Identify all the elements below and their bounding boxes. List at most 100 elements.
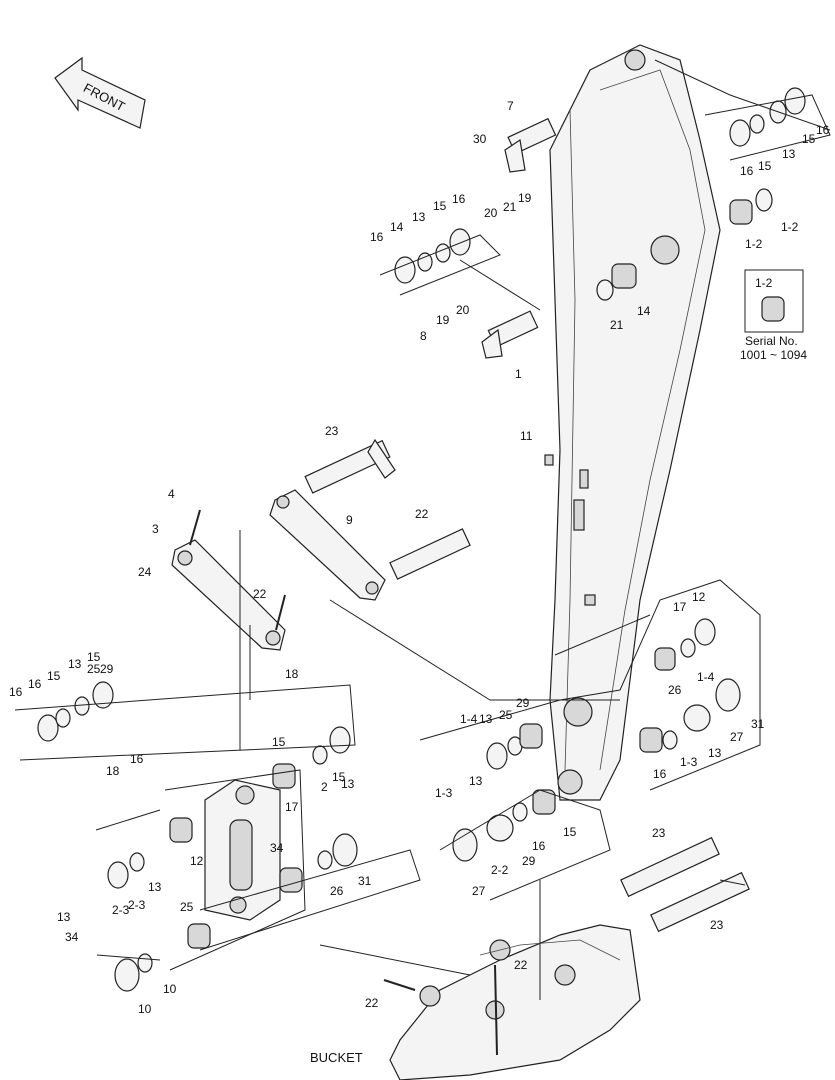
callouts: 7 30 19 21 20 16 15 13 16 15 16 13 15 16…	[9, 99, 830, 1016]
callout-13-g[interactable]: 16	[532, 839, 546, 853]
callout-29-c[interactable]: 13	[57, 910, 71, 924]
callout-23-b[interactable]: 22	[514, 958, 528, 972]
callout-1-2-b[interactable]: 14	[637, 304, 651, 318]
callout-21[interactable]: 21	[503, 200, 517, 214]
callout-1[interactable]: 11	[520, 429, 533, 443]
callout-23-a[interactable]: 4	[168, 487, 175, 501]
link-2	[204, 779, 281, 921]
callout-25-a[interactable]: 16	[130, 752, 144, 766]
callout-1-3-b[interactable]: 15	[563, 825, 577, 839]
serial-part: 1-2	[755, 276, 773, 290]
callout-4[interactable]: 3	[152, 522, 159, 536]
bucket-label: BUCKET	[310, 1050, 363, 1065]
callout-14-a[interactable]: 1-2	[781, 220, 799, 234]
callout-17-a[interactable]: 12	[692, 590, 706, 604]
callout-16-i[interactable]: 2-3	[112, 903, 130, 917]
callout-23-c[interactable]: 22	[365, 996, 379, 1010]
callout-9[interactable]: 22	[415, 507, 429, 521]
callout-19-b[interactable]: 20	[456, 303, 470, 317]
callout-12-a[interactable]: 1-4	[697, 670, 715, 684]
callout-27-b[interactable]: 29	[522, 854, 536, 868]
callout-26-b[interactable]: 27	[472, 884, 486, 898]
callout-1-3-a[interactable]: 16	[653, 767, 667, 781]
callout-15-h[interactable]: 25	[87, 662, 101, 676]
callout-29-a[interactable]: 18	[106, 764, 120, 778]
callout-22-b[interactable]: 18	[285, 667, 299, 681]
pin-9	[389, 528, 471, 580]
pin-7	[504, 117, 557, 173]
callout-12-b[interactable]: 25	[499, 708, 513, 722]
pin-10-upper	[620, 836, 720, 898]
callout-11[interactable]: 23	[325, 424, 339, 438]
callout-13-c[interactable]: 1-3	[680, 755, 698, 769]
callout-2-3-b[interactable]: 12	[190, 854, 204, 868]
callout-2-2-b[interactable]: 25	[180, 900, 194, 914]
callout-1-4-b[interactable]: 29	[516, 696, 530, 710]
callout-13-h[interactable]: 26	[330, 884, 344, 898]
callout-1-4-a[interactable]: 26	[668, 683, 682, 697]
pin-11	[304, 438, 396, 494]
pin-10-lower	[650, 871, 750, 933]
callout-21-b[interactable]: 19	[436, 313, 450, 327]
callout-16-d[interactable]: 16	[370, 230, 384, 244]
callout-30[interactable]: 30	[473, 132, 487, 146]
callout-16-e[interactable]: 15	[87, 650, 101, 664]
callout-15-i[interactable]: 2-3	[128, 898, 146, 912]
callout-16-c[interactable]: 16	[452, 192, 466, 206]
pin-8	[481, 310, 539, 359]
callout-13-a[interactable]: 13	[782, 147, 796, 161]
callout-2-3-a[interactable]: 17	[285, 800, 299, 814]
serial-title: Serial No.	[745, 334, 798, 348]
callout-15-b[interactable]: 15	[758, 159, 772, 173]
hardware-group	[37, 87, 806, 1056]
callout-16-h[interactable]: 29	[100, 662, 114, 676]
callout-18-b[interactable]: 13	[479, 712, 493, 726]
callout-24[interactable]: 22	[253, 587, 267, 601]
bucket	[389, 924, 641, 1080]
callout-16-g[interactable]: 15	[332, 770, 346, 784]
callout-13-d[interactable]: 15	[47, 669, 61, 683]
callout-13-b[interactable]: 13	[412, 210, 426, 224]
callout-2[interactable]: 15	[272, 735, 286, 749]
callout-29-b[interactable]: 1-3	[435, 786, 453, 800]
callout-19[interactable]: 19	[518, 191, 532, 205]
callout-16-f[interactable]: 16	[9, 685, 23, 699]
callout-1-2-a[interactable]: 1-2	[745, 237, 763, 251]
callout-15-e[interactable]: 13	[68, 657, 82, 671]
callout-13-f[interactable]: 13	[148, 880, 162, 894]
callout-31-a[interactable]: 27	[730, 730, 744, 744]
callout-16-b[interactable]: 16	[740, 164, 754, 178]
callout-17-b[interactable]: 1-4	[460, 712, 478, 726]
callout-20-b[interactable]: 8	[420, 329, 427, 343]
callout-3[interactable]: 9	[346, 513, 353, 527]
callout-15-f[interactable]: 16	[28, 677, 42, 691]
front-arrow: FRONT	[54, 56, 146, 129]
link-4	[171, 539, 286, 651]
callout-13-i[interactable]: 10	[163, 982, 177, 996]
callout-10-b[interactable]: 23	[710, 918, 724, 932]
callout-2-2-a[interactable]: 34	[270, 841, 284, 855]
callout-10-a[interactable]: 23	[652, 826, 666, 840]
callout-16-a[interactable]: 16	[816, 123, 830, 137]
callout-8[interactable]: 1	[515, 367, 522, 381]
callout-18-a[interactable]: 17	[673, 600, 687, 614]
callout-15-d[interactable]: 14	[390, 220, 404, 234]
callout-15-a[interactable]: 15	[802, 132, 816, 146]
callout-15-g[interactable]: 13	[341, 777, 355, 791]
callout-34-a[interactable]: 31	[358, 874, 372, 888]
callout-27-a[interactable]: 13	[708, 746, 722, 760]
callout-7[interactable]: 7	[507, 99, 514, 113]
callout-26-a[interactable]: 31	[751, 717, 765, 731]
callout-25-b[interactable]: 13	[469, 774, 483, 788]
callout-31-b[interactable]: 2-2	[491, 863, 509, 877]
callout-22-a[interactable]: 24	[138, 565, 152, 579]
serial-box: 1-2 Serial No. 1001 ~ 1094	[740, 276, 807, 362]
callout-15-c[interactable]: 15	[433, 199, 447, 213]
callout-14-b[interactable]: 21	[610, 318, 624, 332]
callout-25-c[interactable]: 34	[65, 930, 79, 944]
serial-range: 1001 ~ 1094	[740, 348, 807, 362]
callout-13-e[interactable]: 2	[321, 780, 328, 794]
callout-34-b[interactable]: 10	[138, 1002, 152, 1016]
callout-20[interactable]: 20	[484, 206, 498, 220]
